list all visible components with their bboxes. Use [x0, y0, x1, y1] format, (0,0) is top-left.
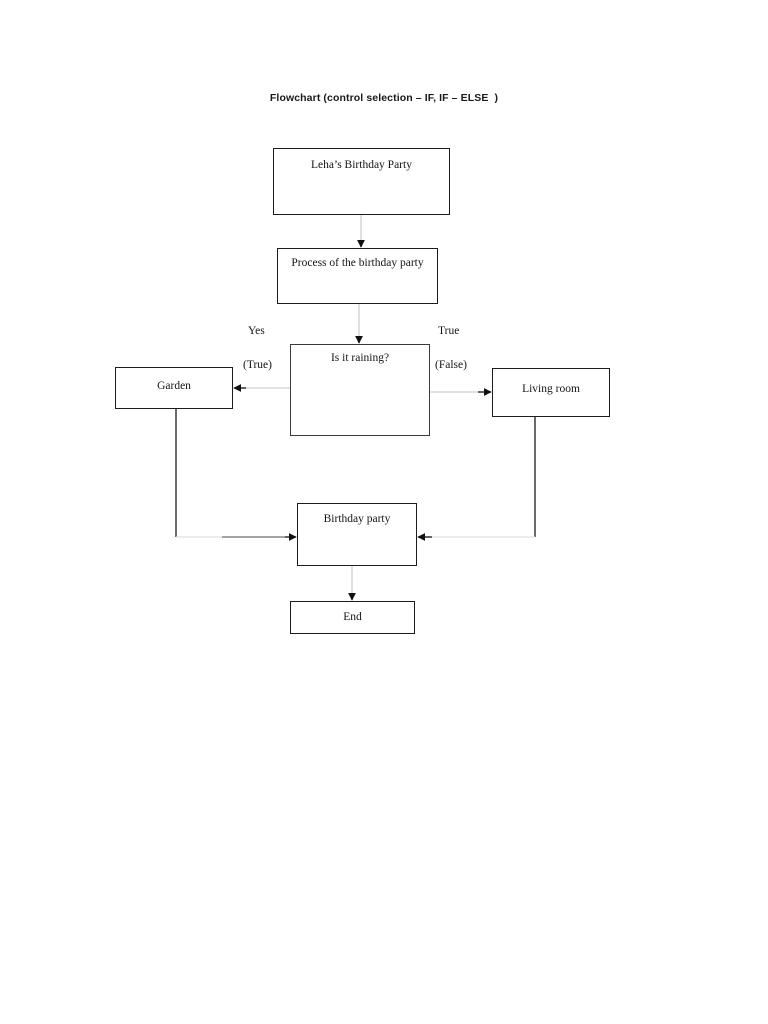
flowchart-node-start[interactable]: Leha’s Birthday Party: [273, 148, 450, 215]
page-title: Flowchart (control selection – IF, IF – …: [269, 92, 499, 104]
node-label-living-room: Living room: [522, 383, 580, 395]
node-label-garden: Garden: [157, 380, 191, 392]
connector-livingroom-to-birthday: [417, 417, 536, 541]
node-label-process: Process of the birthday party: [291, 257, 424, 269]
flowchart-node-decision[interactable]: Is it raining?: [290, 344, 430, 436]
node-label-start: Leha’s Birthday Party: [311, 159, 412, 171]
node-label-decision: Is it raining?: [330, 352, 390, 364]
node-label-birthday-party: Birthday party: [323, 513, 391, 525]
flowchart-node-living-room[interactable]: Living room: [492, 368, 610, 417]
node-label-end: End: [343, 611, 362, 623]
flowchart-node-birthday-party[interactable]: Birthday party: [297, 503, 417, 566]
flowchart-node-process[interactable]: Process of the birthday party: [277, 248, 438, 304]
edge-label-true: True: [438, 325, 460, 337]
edge-label-true-paren: (True): [243, 359, 272, 371]
flowchart-node-garden[interactable]: Garden: [115, 367, 233, 409]
flowchart-node-end[interactable]: End: [290, 601, 415, 634]
edge-label-false-paren: (False): [435, 359, 467, 371]
edge-label-yes: Yes: [248, 325, 265, 337]
connector-garden-to-birthday: [175, 409, 297, 541]
